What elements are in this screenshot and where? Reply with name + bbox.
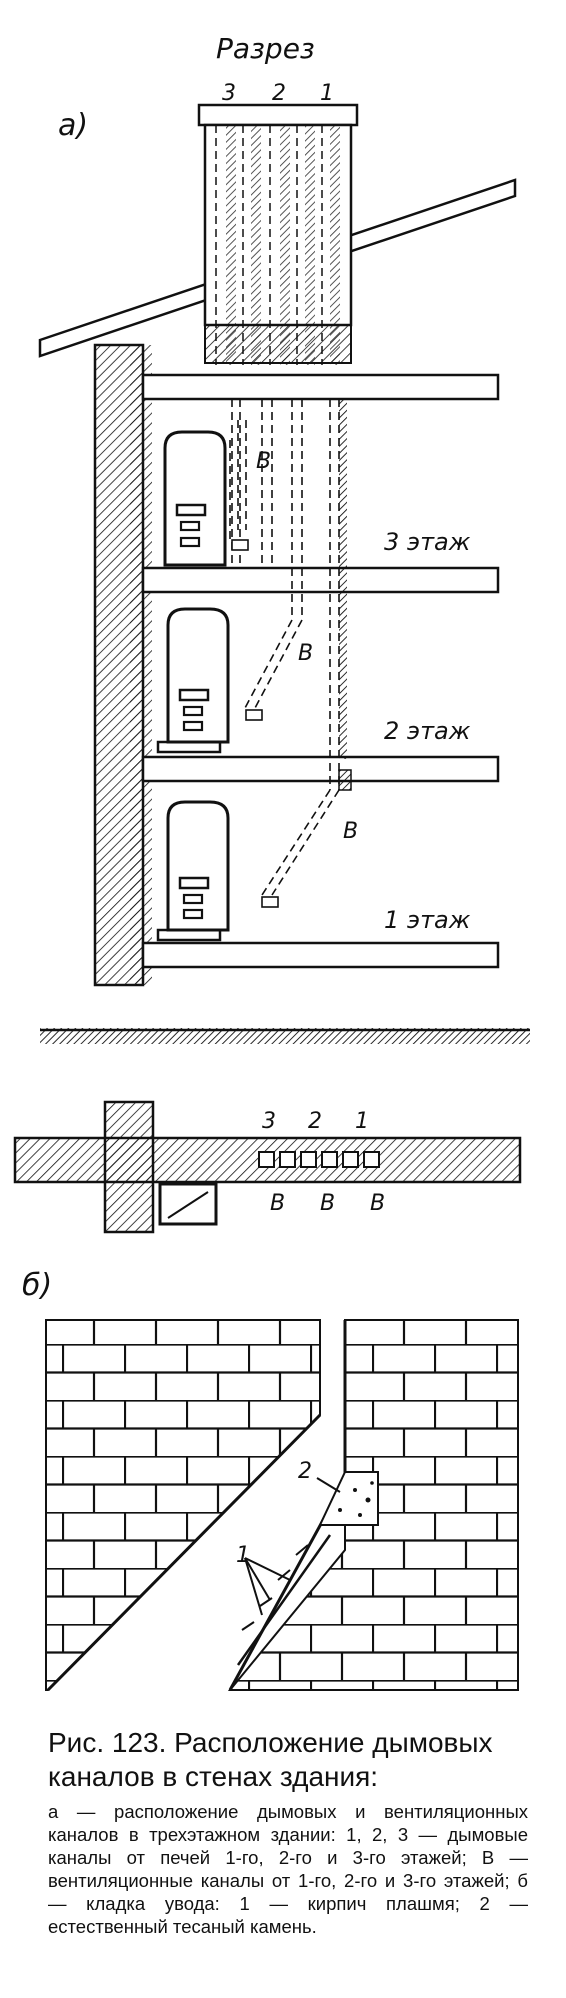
chimney — [197, 103, 359, 365]
plan-number-3: 3 — [262, 1109, 276, 1134]
panel-b-label: б) — [22, 1268, 52, 1303]
stove-floor-3 — [163, 430, 227, 567]
vent-label-middle: В — [298, 641, 313, 666]
detail-label-2: 2 — [298, 1459, 312, 1484]
channel-number-2: 2 — [272, 81, 286, 106]
ground — [40, 1028, 530, 1044]
channel-number-1: 1 — [320, 81, 334, 106]
plan-number-2: 2 — [308, 1109, 322, 1134]
panel-a-label: а) — [58, 108, 88, 143]
plan-vent-1: В — [270, 1191, 285, 1216]
caption-title: Рис. 123. Расположение дымовых каналов в… — [48, 1727, 493, 1792]
section-title: Разрез — [216, 32, 315, 65]
channel-number-3: 3 — [222, 81, 236, 106]
floor-label-2: 2 этаж — [384, 717, 471, 745]
floor-slabs — [141, 373, 500, 969]
vent-label-lower: В — [343, 819, 358, 844]
stove-floor-2 — [156, 607, 230, 754]
stove-floor-1 — [156, 800, 230, 942]
plan-vent-2: В — [320, 1191, 335, 1216]
floor-label-1: 1 этаж — [384, 906, 471, 934]
outer-wall — [93, 343, 152, 987]
caption-body: а — расположение дымовых и вентиляционны… — [48, 1801, 528, 1937]
vent-label-upper: В — [256, 449, 271, 474]
plan-view — [13, 1100, 522, 1234]
plan-number-1: 1 — [355, 1109, 369, 1134]
floor-label-3: 3 этаж — [384, 528, 471, 556]
detail-label-1: 1 — [236, 1543, 250, 1568]
plan-vent-3: В — [370, 1191, 385, 1216]
interior-channels — [229, 399, 352, 908]
brick-masonry-detail — [45, 1319, 519, 1692]
